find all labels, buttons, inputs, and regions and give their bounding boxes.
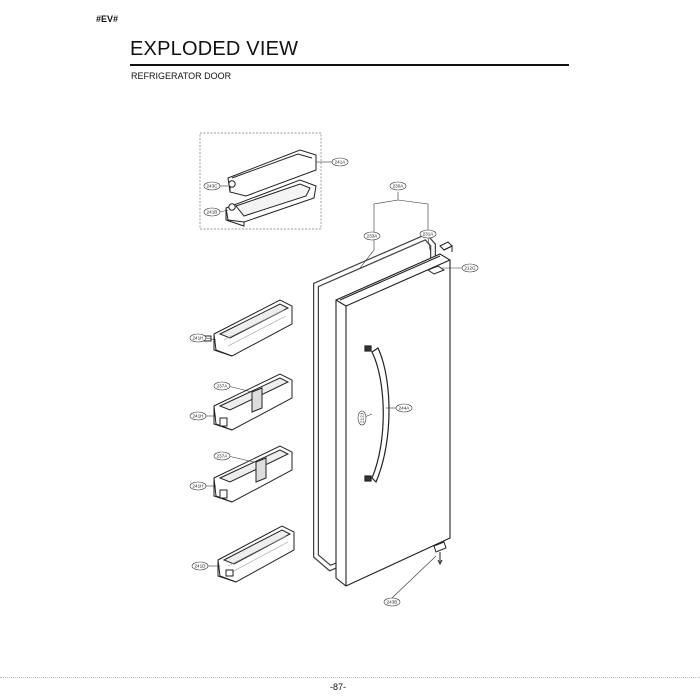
callout-241b: 241B: [203, 207, 221, 217]
svg-text:244A: 244A: [399, 406, 411, 411]
door-bin-4: [217, 525, 295, 583]
svg-text:233A: 233A: [367, 234, 379, 239]
page-title: EXPLODED VIEW: [130, 38, 299, 60]
door-bin-2: [213, 373, 293, 431]
footer-rule: [0, 677, 700, 678]
leader-lines: [205, 161, 462, 599]
bottom-hinge: [433, 541, 447, 566]
svg-text:243C: 243C: [207, 184, 219, 189]
callout-243b: 243B: [383, 597, 401, 607]
svg-text:241D: 241D: [195, 564, 207, 569]
top-hinge: [439, 241, 453, 252]
callout-237a-2: 237A: [213, 451, 231, 461]
callout-230a: 230A: [389, 181, 407, 191]
callout-241h-1: 241H: [189, 333, 207, 343]
svg-text:241B: 241B: [207, 210, 218, 215]
svg-text:230A: 230A: [393, 184, 405, 189]
svg-text:241A: 241A: [335, 160, 347, 165]
door-handle: [364, 345, 390, 484]
callout-212j: 212J: [357, 410, 367, 426]
svg-text:212J: 212J: [360, 413, 365, 423]
callout-241a-top: 241A: [331, 157, 349, 167]
document-tag: #EV#: [96, 14, 119, 24]
callout-231a: 231A: [419, 229, 437, 239]
svg-text:243B: 243B: [387, 600, 398, 605]
callout-233a: 233A: [363, 231, 381, 241]
svg-text:241H: 241H: [193, 414, 204, 419]
door-panel: [335, 253, 451, 587]
svg-text:212G: 212G: [464, 266, 476, 271]
dairy-bin-assembly: [225, 149, 317, 227]
callout-241h-2: 241H: [189, 411, 207, 421]
svg-text:237A: 237A: [217, 454, 229, 459]
door-bin-3: [213, 445, 293, 503]
title-rule: [130, 64, 569, 66]
callout-241d: 241D: [191, 561, 209, 571]
callout-212g: 212G: [461, 263, 479, 273]
page-number: -87-: [330, 682, 347, 692]
callout-241h-3: 241H: [189, 481, 207, 491]
svg-text:241H: 241H: [193, 484, 204, 489]
callout-244a: 244A: [395, 403, 413, 413]
hinge-cover: [426, 265, 446, 275]
svg-text:237A: 237A: [217, 384, 229, 389]
svg-text:241H: 241H: [193, 336, 204, 341]
dairy-bin-group-box: [199, 132, 322, 230]
svg-text:231A: 231A: [423, 232, 435, 237]
callout-237a-1: 237A: [213, 381, 231, 391]
callout-243c: 243C: [203, 181, 221, 191]
page-subtitle: REFRIGERATOR DOOR: [131, 71, 232, 81]
door-bin-1: [203, 299, 293, 357]
